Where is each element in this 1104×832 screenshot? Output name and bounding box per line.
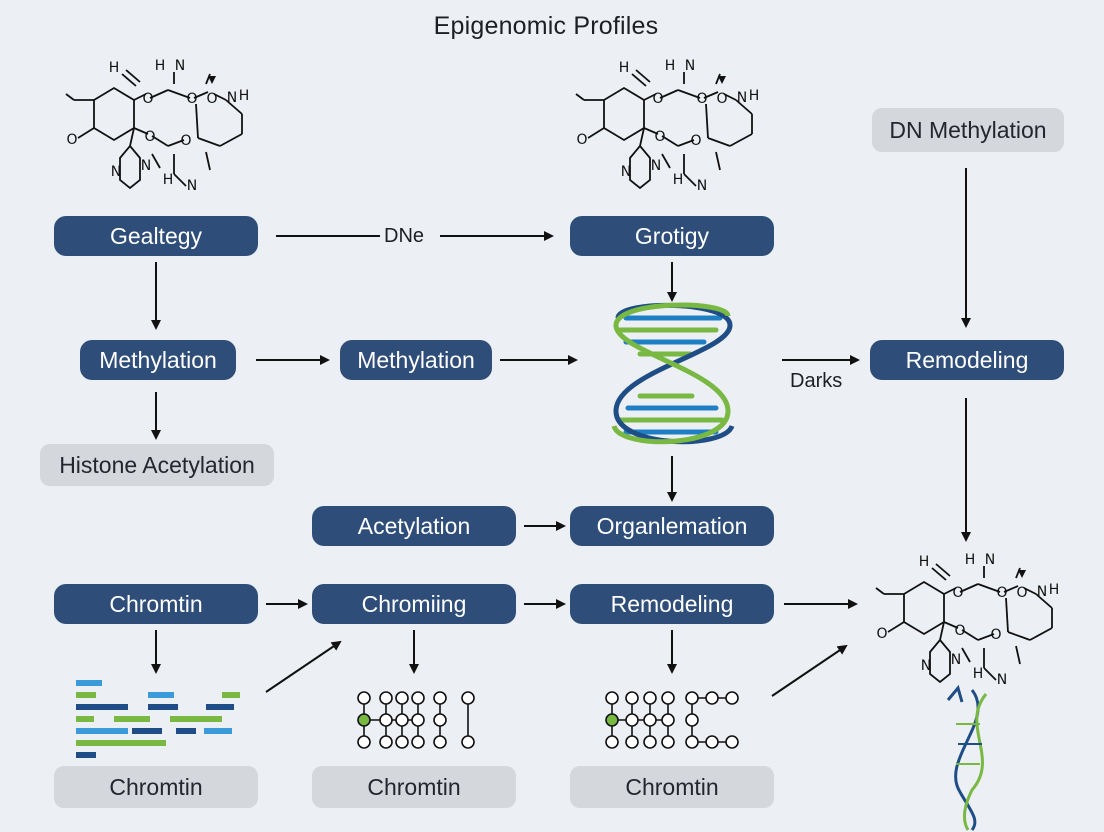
node-dn-methylation[interactable]: DN Methylation [872, 108, 1064, 152]
molecule-icon [875, 551, 1061, 689]
chromatin-bars-icon [76, 680, 240, 758]
edge-label-darks: Darks [790, 370, 843, 392]
node-chromiing[interactable]: Chromiing [312, 584, 516, 624]
node-methylation-left[interactable]: Methylation [80, 340, 236, 380]
dna-helix-icon [946, 684, 988, 831]
nucleosome-grid-icon [357, 691, 475, 749]
diagram-title: Epigenomic Profiles [433, 12, 659, 40]
edge-label-dne: DNe [384, 225, 425, 247]
molecule-icon [65, 57, 251, 195]
node-chromtin-grey-2[interactable]: Chromtin [312, 766, 516, 808]
molecule-icon [575, 57, 761, 195]
arrow-bars-chromiing [265, 640, 342, 693]
arrow-grid-molecule [771, 644, 848, 697]
node-histone-acetylation[interactable]: Histone Acetylation [40, 444, 274, 486]
node-chromtin-grey-3[interactable]: Chromtin [570, 766, 774, 808]
node-acetylation[interactable]: Acetylation [312, 506, 516, 546]
node-chromtin-grey-1[interactable]: Chromtin [54, 766, 258, 808]
node-organlemation[interactable]: Organlemation [570, 506, 774, 546]
node-methylation-mid[interactable]: Methylation [340, 340, 492, 380]
node-chromtin[interactable]: Chromtin [54, 584, 258, 624]
node-remodeling-right[interactable]: Remodeling [870, 340, 1064, 380]
node-gealtegy[interactable]: Gealtegy [54, 216, 258, 256]
node-grotigy[interactable]: Grotigy [570, 216, 774, 256]
nucleosome-grid-icon [605, 691, 739, 749]
node-remodeling-bottom[interactable]: Remodeling [570, 584, 774, 624]
dna-helix-icon [611, 302, 735, 445]
